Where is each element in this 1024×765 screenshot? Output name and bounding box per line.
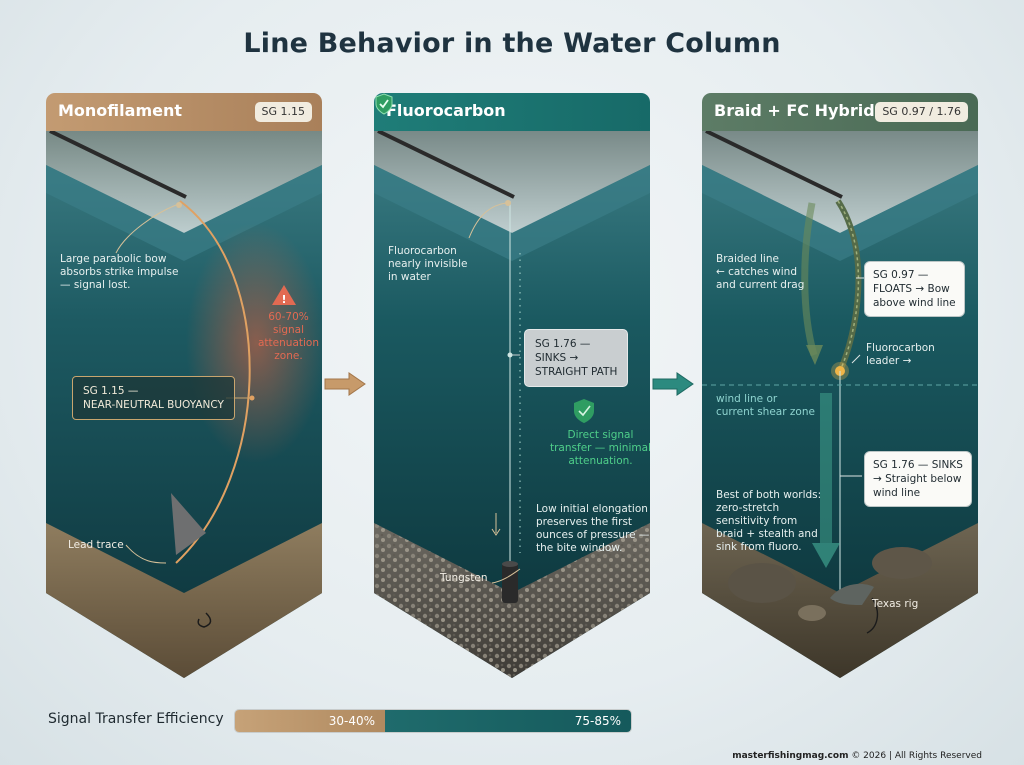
mono-buoyancy-box: SG 1.15 — NEAR-NEUTRAL BUOYANCY: [72, 376, 235, 420]
fluoro-scene: [374, 129, 650, 678]
fluoro-title: Fluorocarbon: [386, 101, 506, 120]
hybrid-floats-box: SG 0.97 — FLOATS → Bow above wind line: [864, 261, 965, 317]
fluoro-signal-text: Direct signal transfer — minimal attenua…: [550, 429, 651, 467]
efficiency-mono-segment: 30-40%: [235, 710, 385, 732]
efficiency-fluoro-segment: 75-85%: [385, 710, 631, 732]
shield-check-icon: [574, 399, 594, 423]
mono-note-bow: Large parabolic bow absorbs strike impul…: [60, 253, 179, 291]
hybrid-wind-line-label: wind line or current shear zone: [716, 393, 815, 418]
panel-monofilament: ! Monofilament SG 1.15 Large parabolic b…: [46, 93, 322, 678]
hybrid-rod: [705, 129, 843, 199]
hybrid-sink-arrow: [820, 393, 832, 543]
mono-bottom: [46, 523, 322, 678]
hybrid-sinks-box: SG 1.76 — SINKS → Straight below wind li…: [864, 451, 972, 507]
mono-title: Monofilament: [58, 101, 182, 120]
efficiency-label: Signal Transfer Efficiency: [48, 711, 224, 727]
fluoro-surface: [374, 165, 650, 261]
footer-copyright: masterfishingmag.com © 2026 | All Rights…: [732, 751, 982, 761]
fluoro-rod: [377, 129, 515, 199]
page-title: Line Behavior in the Water Column: [243, 28, 781, 59]
fluoro-header: Fluorocarbon: [374, 93, 650, 131]
hybrid-braid-line: [835, 199, 862, 373]
panel-hybrid: Braid + FC Hybrid SG 0.97 / 1.76 Braided…: [702, 93, 978, 678]
fluoro-weight-label: Tungsten: [440, 572, 488, 584]
mono-lead-weight: [171, 493, 206, 555]
hybrid-scene: [702, 129, 978, 678]
mono-rod: [49, 129, 187, 199]
fluoro-elongation-note: Low initial elongation preserves the fir…: [536, 503, 650, 554]
panel-fluorocarbon: Fluorocarbon Fluorocarbon nearly invisib…: [374, 93, 651, 678]
hybrid-drift-arrow: [801, 202, 818, 356]
mono-box-dot: [249, 395, 255, 401]
fluoro-note-invisible: Fluorocarbon nearly invisible in water: [388, 245, 468, 283]
hybrid-sg-badge: SG 0.97 / 1.76: [875, 102, 968, 122]
mono-line-bow: [175, 200, 251, 564]
mono-callout-line: [115, 204, 177, 254]
mono-weight-label: Lead trace: [68, 539, 124, 551]
mono-surface: [46, 165, 322, 261]
hybrid-rock: [728, 563, 796, 603]
arrow-right-icon: [324, 372, 366, 396]
hybrid-texas-rig: [830, 583, 874, 605]
mono-lead-callout: [125, 544, 167, 564]
efficiency-bar: 30-40% 75-85%: [234, 709, 632, 733]
fluoro-sinks-box: SG 1.76 — SINKS → STRAIGHT PATH: [524, 329, 629, 387]
shield-check-icon: [375, 93, 393, 115]
hybrid-sky: [702, 131, 978, 233]
hybrid-header: Braid + FC Hybrid SG 0.97 / 1.76: [702, 93, 978, 131]
hybrid-rig-label: Texas rig: [872, 598, 919, 610]
hybrid-surface: [702, 165, 978, 261]
mono-hook: [197, 612, 212, 628]
hybrid-braid-note: Braided line ← catches wind and current …: [716, 253, 805, 291]
mono-sky: [46, 131, 322, 233]
mono-callout-dot: [176, 202, 182, 208]
mono-sg-badge: SG 1.15: [254, 102, 312, 122]
hybrid-title: Braid + FC Hybrid: [714, 101, 875, 120]
fluoro-callout-line: [468, 202, 507, 239]
warning-icon: [272, 285, 296, 305]
fluoro-sky: [374, 131, 650, 233]
fluoro-water: [374, 131, 650, 678]
hybrid-leader-note: Fluorocarbon leader →: [866, 342, 935, 367]
mono-warning-text: 60-70% signal attenuation zone.: [258, 311, 319, 362]
mono-header: Monofilament SG 1.15: [46, 93, 322, 131]
svg-text:!: !: [281, 293, 286, 306]
arrow-right-icon: [652, 372, 694, 396]
hybrid-best-note: Best of both worlds: zero-stretch sensit…: [716, 489, 822, 553]
fluoro-tungsten-weight: [502, 563, 518, 603]
